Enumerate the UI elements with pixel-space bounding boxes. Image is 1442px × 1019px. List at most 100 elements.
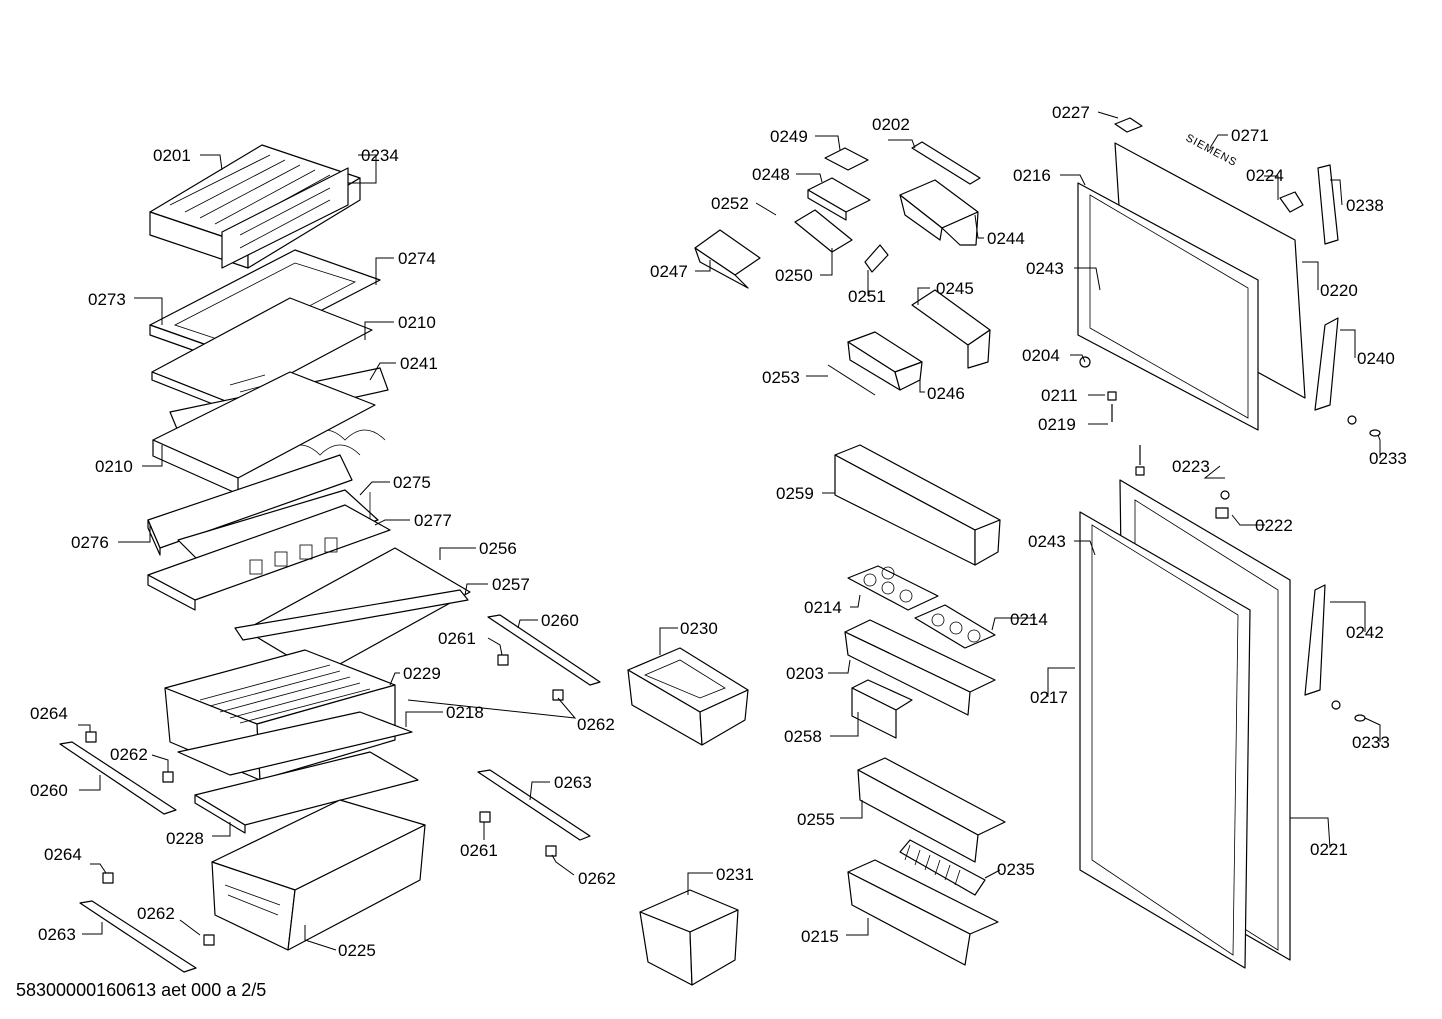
- label-0221: 0221: [1310, 840, 1348, 859]
- part-0246: [847, 331, 923, 391]
- label-0271: 0271: [1231, 126, 1269, 145]
- part-0203-door-shelf: [844, 619, 996, 716]
- label-0262: 0262: [137, 904, 175, 923]
- label-0261: 0261: [460, 841, 498, 860]
- label-0220: 0220: [1320, 281, 1358, 300]
- callout-labels: 0201 0234 0274 0273 0210 0241 0210 0275 …: [30, 103, 1407, 960]
- part-0276-freezer-flap: [147, 454, 353, 556]
- part-0228-glass-plate: [194, 751, 419, 834]
- part-0263-rail-lower: [79, 900, 197, 973]
- label-0261: 0261: [438, 629, 476, 648]
- part-0277-shelf-guide: [147, 504, 391, 611]
- label-0240: 0240: [1357, 349, 1395, 368]
- label-0211: 0211: [1041, 386, 1078, 405]
- label-0210: 0210: [95, 457, 133, 476]
- part-0235-divider: [899, 839, 986, 896]
- label-0244: 0244: [987, 229, 1025, 248]
- part-0240-handle: [1314, 317, 1339, 411]
- label-0241: 0241: [400, 354, 438, 373]
- label-0230: 0230: [680, 619, 718, 638]
- part-0215-door-shelf: [847, 859, 999, 966]
- part-0245: [911, 289, 991, 369]
- label-0243: 0243: [1028, 532, 1066, 551]
- part-0234-rack-side: [221, 167, 349, 269]
- label-0214: 0214: [1010, 610, 1048, 629]
- label-0225: 0225: [338, 941, 376, 960]
- label-0217: 0217: [1030, 688, 1068, 707]
- label-0214: 0214: [804, 598, 842, 617]
- label-0264: 0264: [44, 845, 82, 864]
- part-0259-door-shelf: [834, 444, 1001, 566]
- part-0230-box: [627, 647, 749, 746]
- part-0244: [899, 179, 979, 246]
- label-0250: 0250: [775, 266, 813, 285]
- label-0223: 0223: [1172, 457, 1210, 476]
- label-0201: 0201: [153, 146, 191, 165]
- label-0274: 0274: [398, 249, 436, 268]
- label-0248: 0248: [752, 165, 790, 184]
- label-0234: 0234: [361, 146, 399, 165]
- label-0203: 0203: [786, 664, 824, 683]
- part-0202: [911, 141, 981, 185]
- label-0260: 0260: [30, 781, 68, 800]
- part-0225-drawer-lower: [211, 799, 426, 951]
- label-0233: 0233: [1352, 733, 1390, 752]
- label-0222: 0222: [1255, 516, 1293, 535]
- label-0262: 0262: [110, 745, 148, 764]
- label-0224: 0224: [1246, 166, 1284, 185]
- label-0219: 0219: [1038, 415, 1076, 434]
- label-0215: 0215: [801, 927, 839, 946]
- label-0231: 0231: [716, 865, 754, 884]
- part-0210-glass-shelf-upper: [151, 297, 373, 413]
- part-0214-egg-tray-left: [847, 565, 939, 611]
- label-0262: 0262: [577, 715, 615, 734]
- label-0247: 0247: [650, 262, 688, 281]
- label-0273: 0273: [88, 290, 126, 309]
- label-0260: 0260: [541, 611, 579, 630]
- part-0248: [807, 177, 871, 221]
- label-0264: 0264: [30, 704, 68, 723]
- label-0246: 0246: [927, 384, 965, 403]
- part-0242-handle: [1304, 584, 1326, 696]
- part-0218-drawer-lid: [177, 711, 413, 776]
- part-0227: [1114, 117, 1143, 133]
- part-0251: [864, 244, 889, 273]
- label-0253: 0253: [762, 368, 800, 387]
- label-0242: 0242: [1346, 623, 1384, 642]
- label-0229: 0229: [403, 664, 441, 683]
- label-0275: 0275: [393, 473, 431, 492]
- part-0257-cover-strip: [234, 589, 469, 641]
- label-0235: 0235: [997, 860, 1035, 879]
- part-0263-rail-middle: [477, 769, 591, 841]
- label-0258: 0258: [784, 727, 822, 746]
- label-0262: 0262: [578, 869, 616, 888]
- label-0255: 0255: [797, 810, 835, 829]
- label-0263: 0263: [554, 773, 592, 792]
- part-0217-door-gasket: [1079, 511, 1251, 969]
- part-0253-rod: [827, 364, 876, 396]
- label-0251: 0251: [848, 287, 886, 306]
- part-0214-egg-tray-right: [914, 604, 996, 649]
- label-0218: 0218: [446, 703, 484, 722]
- label-0227: 0227: [1052, 103, 1090, 122]
- label-0202: 0202: [872, 115, 910, 134]
- part-0216-door-gasket: [1077, 182, 1259, 431]
- part-0224: [1279, 191, 1304, 213]
- label-0249: 0249: [770, 127, 808, 146]
- label-0259: 0259: [776, 484, 814, 503]
- part-0250-egg-holder: [794, 209, 853, 253]
- label-0204: 0204: [1022, 346, 1060, 365]
- part-0247: [694, 229, 761, 289]
- label-0233: 0233: [1369, 449, 1407, 468]
- label-0252: 0252: [711, 194, 749, 213]
- label-0216: 0216: [1013, 166, 1051, 185]
- part-0249: [824, 147, 869, 171]
- label-0276: 0276: [71, 533, 109, 552]
- label-0263: 0263: [38, 925, 76, 944]
- screws-lower: [1135, 445, 1366, 722]
- drawing-code: 58300000160613 aet 000 a 2/5: [16, 980, 267, 1000]
- leader-lines: [78, 111, 1381, 951]
- label-0210: 0210: [398, 313, 436, 332]
- part-0258-box: [851, 679, 913, 739]
